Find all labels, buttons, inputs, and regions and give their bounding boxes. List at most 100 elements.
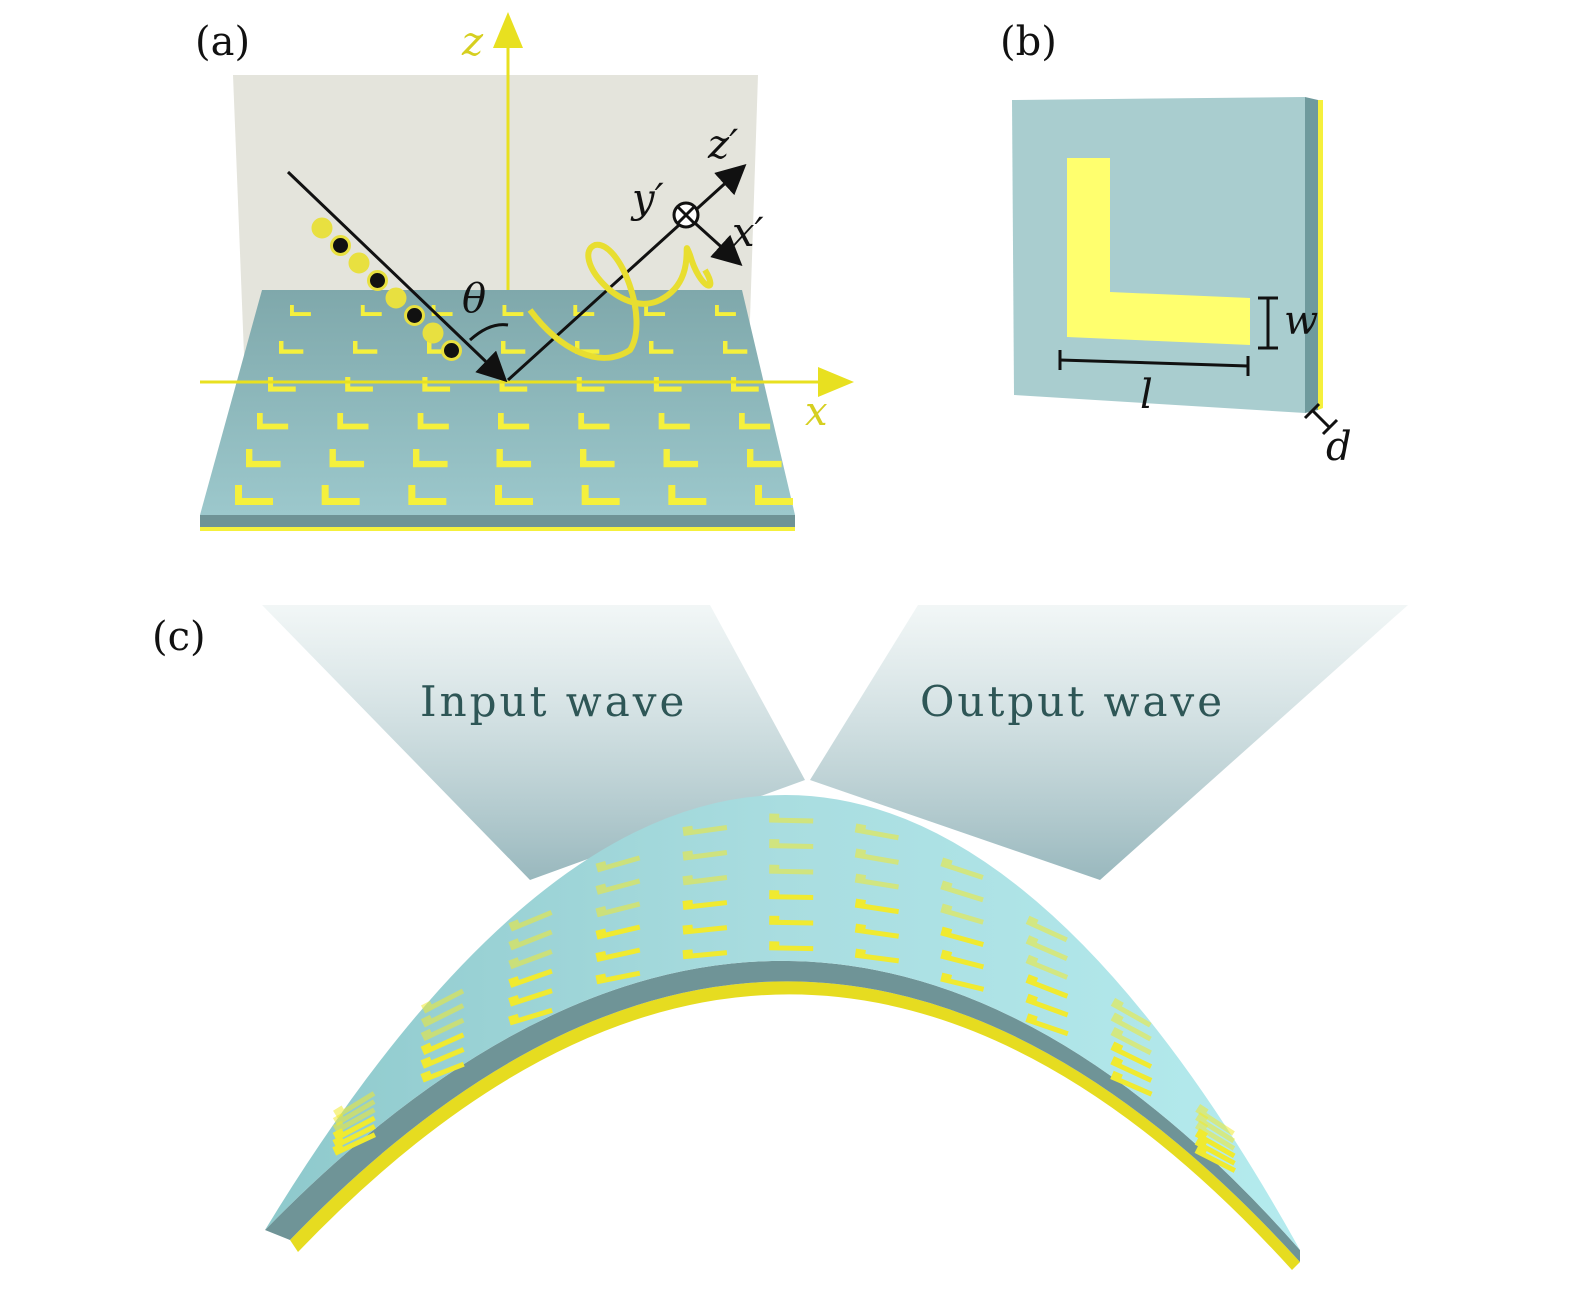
l-resonator [235, 485, 273, 505]
l-resonator [332, 1099, 376, 1126]
polarization-bead [422, 322, 444, 344]
l-resonator [769, 813, 814, 824]
l-resonator [940, 949, 985, 970]
unit-cell-substrate [1012, 97, 1305, 413]
l-resonator [595, 924, 641, 940]
l-resonator [1110, 1012, 1152, 1042]
l-resonator [1195, 1112, 1236, 1144]
l-resonator [1194, 1136, 1236, 1166]
l-resonator [723, 341, 748, 354]
l-resonator [1110, 1056, 1153, 1083]
w-label: w [1284, 298, 1318, 344]
theta-label: θ [462, 276, 486, 322]
l-resonator [508, 968, 553, 988]
unit-cell-ground [1318, 100, 1323, 410]
l-resonator [408, 485, 447, 505]
l-resonator [332, 1115, 376, 1141]
d-label: d [1326, 424, 1352, 470]
panel-c: (c) Input wave Output wave [152, 605, 1408, 1270]
polarization-bead [441, 340, 462, 361]
l-resonator [420, 1032, 465, 1055]
l-resonator [420, 1061, 465, 1083]
l-resonator [644, 305, 666, 316]
l-resonator [508, 929, 553, 951]
l-resonator [940, 926, 984, 947]
dimension-markers [1058, 296, 1339, 436]
l-resonator [420, 1017, 465, 1042]
l-resonator [576, 377, 605, 392]
l-resonator [769, 941, 814, 952]
l-resonator [1025, 915, 1068, 943]
l-resonator [508, 1007, 553, 1026]
polarization-bead [404, 305, 425, 326]
l-resonator [1025, 993, 1069, 1018]
l-resonator [682, 875, 728, 886]
l-resonator [668, 485, 707, 505]
l-resonator [257, 413, 289, 430]
l-resonator [332, 1132, 376, 1156]
l-resonator [279, 341, 304, 354]
l-resonator [420, 1003, 465, 1028]
l-resonator [595, 970, 641, 985]
l-resonator [245, 449, 281, 468]
l-resonator [940, 880, 984, 903]
l-resonator [854, 823, 899, 841]
l-resonator [854, 848, 899, 865]
polarization-bead [330, 235, 351, 256]
l-resonator [329, 449, 365, 468]
l-resonator [649, 341, 674, 354]
l-resonator [1110, 1070, 1153, 1097]
l-resonator [747, 449, 782, 468]
l-resonator [345, 377, 373, 392]
l-resonator [268, 377, 296, 392]
l-resonator [769, 890, 814, 901]
l-resonator [1067, 158, 1250, 345]
panel-a-label: (a) [195, 19, 250, 65]
arch-l-resonator-array [332, 813, 1237, 1173]
l-resonator [360, 305, 382, 316]
arch-top-surface [265, 794, 1300, 1250]
l-resonator [854, 923, 900, 939]
l-resonator [508, 949, 553, 970]
l-resonator [581, 485, 620, 505]
l-resonator [580, 449, 615, 468]
z-axis-label: z [461, 19, 484, 65]
l-resonator [1110, 1041, 1153, 1069]
panel-b-label: (b) [1000, 19, 1057, 65]
l-resonator [337, 413, 369, 430]
l-resonator [353, 341, 378, 354]
l-resonator [595, 947, 641, 962]
l-resonator [1110, 1026, 1152, 1056]
l-resonator [739, 413, 771, 430]
l-resonator [508, 910, 553, 932]
l-resonator [940, 857, 984, 880]
arch-substrate-side [265, 960, 1300, 1262]
l-resonator [731, 377, 759, 392]
panel-b: (b) w l d [1000, 19, 1352, 470]
polarization-bead [367, 270, 388, 291]
l-resonator [508, 988, 553, 1007]
arch-ground-plane [290, 981, 1300, 1270]
z-prime-label: z′ [707, 122, 738, 168]
output-wave-label: Output wave [920, 677, 1225, 726]
l-resonator [653, 377, 682, 392]
l-resonator [420, 1047, 465, 1069]
l-resonator [332, 1124, 376, 1149]
l-resonator [1025, 935, 1068, 962]
l-resonator [573, 305, 595, 316]
l-resonator [940, 972, 985, 992]
l-resonator [420, 988, 465, 1014]
angle-arc [468, 323, 509, 342]
l-resonator [595, 901, 641, 918]
polarization-bead [348, 252, 370, 274]
l-resonator [1194, 1144, 1237, 1173]
panel-a: (a) z x θ z′ y′ x′ [195, 12, 854, 531]
l-resonator [854, 898, 900, 915]
l-resonator [755, 485, 793, 505]
l-label: l [1140, 372, 1153, 418]
x-prime-label: x′ [732, 210, 764, 256]
output-wave-beam [810, 605, 1408, 880]
l-resonator [497, 413, 530, 430]
l-resonator [769, 915, 814, 926]
